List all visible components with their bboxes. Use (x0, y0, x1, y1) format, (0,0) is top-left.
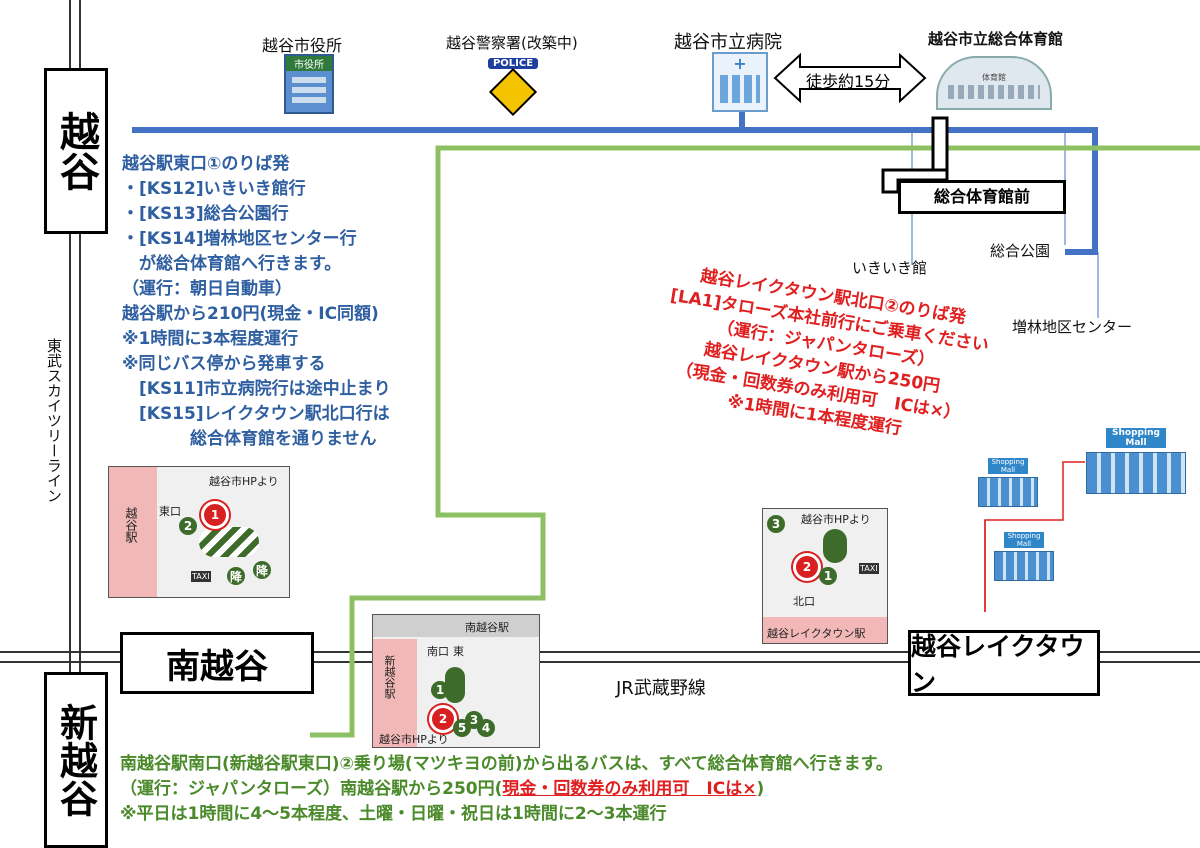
minami-koshigaya-station-inset: 南越谷駅 新越谷駅 南口 東 越谷市HPより 1 2 3 4 5 (372, 614, 540, 748)
walk-label: 徒歩約15分 (806, 72, 891, 91)
station-koshigaya[interactable]: 越谷 (44, 68, 108, 234)
green-bus-route (310, 145, 1200, 738)
masubayashi-stop-label: 増林地区センター (1012, 318, 1133, 336)
station-koshigaya-laketown[interactable]: 越谷レイクタウン (908, 630, 1100, 697)
koshigaya-kou-marker: 降 (227, 567, 245, 585)
blue-route-notes: 越谷駅東口①のりば発 ・[KS12]いきいき館行 ・[KS13]総合公園行 ・[… (122, 154, 391, 449)
gym-stop-label: 総合体育館前 (898, 180, 1066, 214)
koshigaya-station-inset: 越谷駅 越谷市HPより 東口 TAXI 1 2 降 降 (108, 466, 290, 598)
shopping-mall-icon: Shopping Mall (978, 458, 1038, 508)
koshigaya-kou-marker: 降 (253, 561, 271, 579)
blue-bus-route (132, 108, 1098, 255)
laketown-stop-1-marker[interactable]: 1 (819, 567, 837, 585)
hospital-icon: + (712, 52, 768, 112)
police-label: 越谷警察署(改築中) (446, 34, 578, 52)
gym-icon: 体育館 (936, 56, 1052, 110)
koshigaya-stop-1-marker[interactable]: 1 (201, 501, 229, 529)
minami-stop-1-marker[interactable]: 1 (431, 681, 449, 699)
shopping-mall-icon: Shopping Mall (1086, 428, 1186, 494)
shopping-mall-icon: Shopping Mall (994, 532, 1054, 582)
minami-stop-4-marker[interactable]: 4 (477, 719, 495, 737)
green-route-notes: 南越谷駅南口(新越谷駅東口)②乗り場(マツキヨの前)から出るバスは、すべて総合体… (120, 754, 893, 824)
hospital-label: 越谷市立病院 (674, 32, 782, 53)
police-icon: POLICE (488, 58, 538, 118)
gym-label: 越谷市立総合体育館 (928, 30, 1064, 48)
minami-stop-5-marker[interactable]: 5 (453, 719, 471, 737)
ikiiki-stop-label: いきいき館 (852, 259, 928, 277)
city-hall-label: 越谷市役所 (262, 36, 343, 55)
laketown-stop-3-marker[interactable]: 3 (767, 515, 785, 533)
laketown-station-inset: 越谷市HPより 北口 越谷レイクタウン駅 TAXI 3 2 1 (762, 508, 888, 644)
jr-line-label: JR武蔵野線 (616, 678, 706, 699)
koshigaya-stop-2-marker[interactable]: 2 (179, 517, 197, 535)
laketown-stop-2-marker[interactable]: 2 (793, 553, 821, 581)
station-shin-koshigaya[interactable]: 新越谷 (44, 672, 108, 848)
sogo-koen-stop-label: 総合公園 (990, 242, 1051, 260)
tobu-line-label: 東武スカイツリーライン (45, 338, 63, 503)
walk-arrow (773, 52, 927, 104)
minami-stop-2-marker[interactable]: 2 (429, 705, 457, 733)
city-hall-icon: 市役所 (284, 54, 334, 114)
station-minami-koshigaya[interactable]: 南越谷 (120, 632, 314, 694)
